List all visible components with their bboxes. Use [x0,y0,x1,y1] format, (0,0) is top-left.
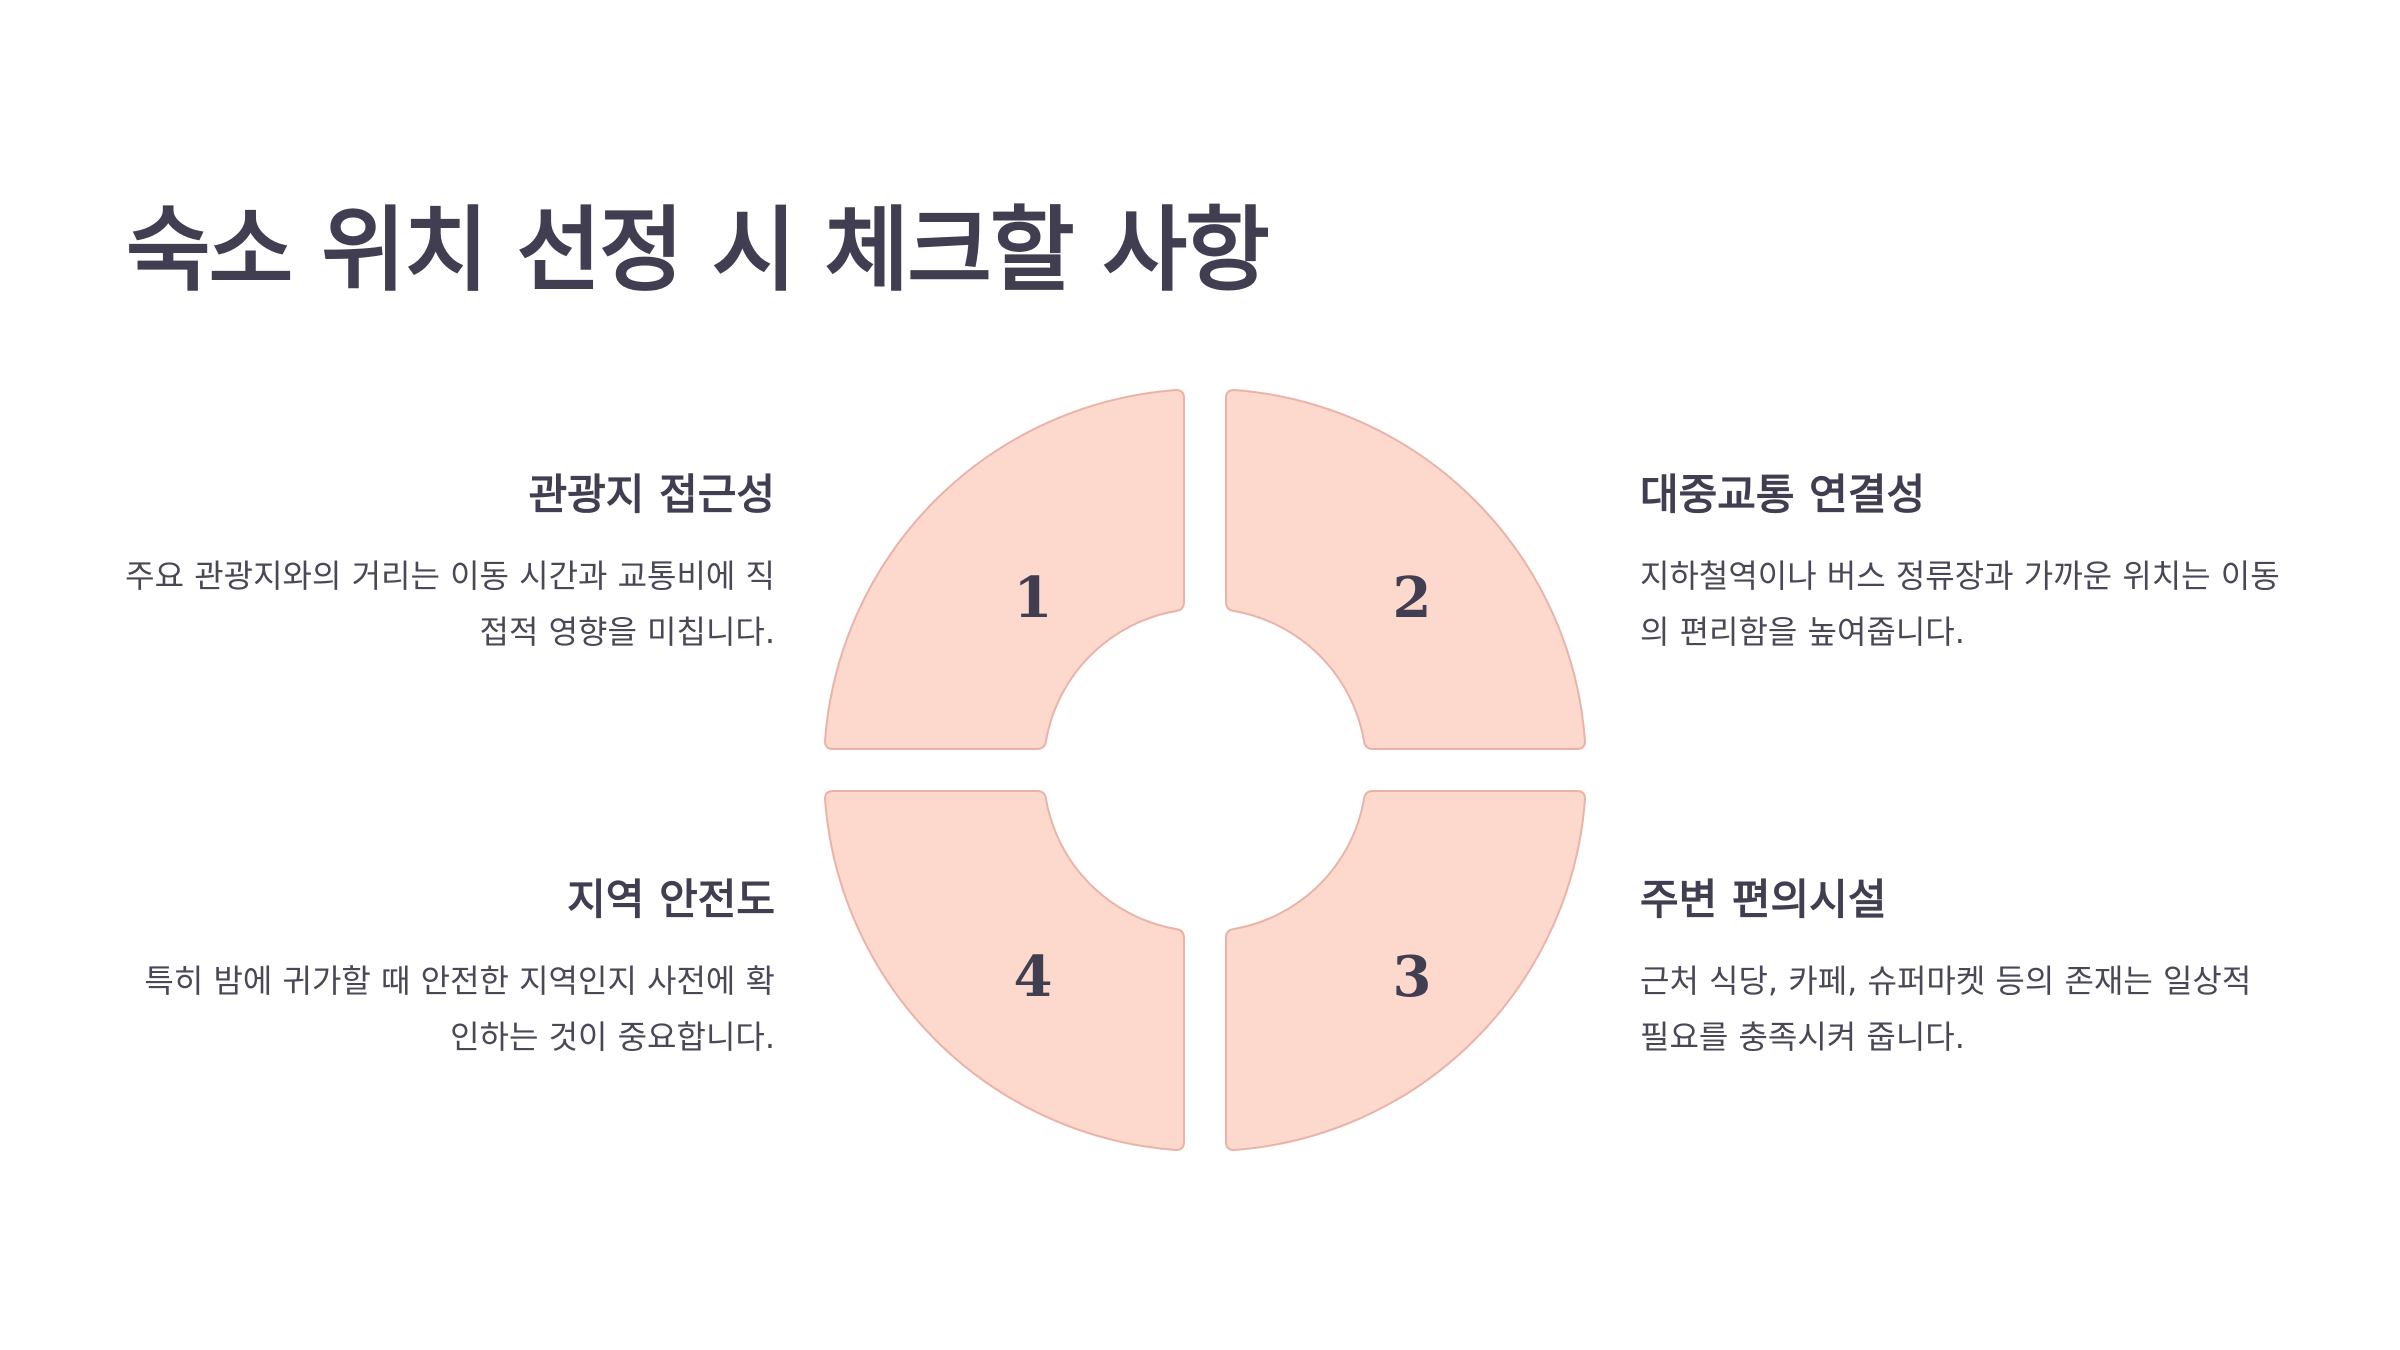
item-heading: 대중교통 연결성 [1640,470,1926,519]
item-tourist-access: 관광지 접근성 주요 관광지와의 거리는 이동 시간과 교통비에 직접적 영향을… [125,470,775,660]
segment-4-number: 4 [1014,944,1053,1010]
item-safety: 지역 안전도 특히 밤에 귀가할 때 안전한 지역인지 사전에 확인하는 것이 … [125,875,775,1065]
segment-3 [1225,790,1587,1152]
item-description: 근처 식당, 카페, 슈퍼마켓 등의 존재는 일상적 필요를 충족시켜 줍니다. [1640,962,2252,1057]
item-description: 지하철역이나 버스 정류장과 가까운 위치는 이동의 편리함을 높여줍니다. [1640,557,2280,652]
item-public-transport: 대중교통 연결성 지하철역이나 버스 정류장과 가까운 위치는 이동의 편리함을… [1640,470,2290,660]
segment-2-number: 2 [1393,565,1432,631]
page-title: 숙소 위치 선정 시 체크할 사항 [126,197,1270,304]
cycle-diagram: 1 2 3 4 [823,388,1587,1152]
segment-1-number: 1 [1014,565,1053,631]
item-description: 특히 밤에 귀가할 때 안전한 지역인지 사전에 확인하는 것이 중요합니다. [144,962,775,1057]
segment-1 [823,388,1185,750]
item-heading: 관광지 접근성 [528,470,775,519]
item-description: 주요 관광지와의 거리는 이동 시간과 교통비에 직접적 영향을 미칩니다. [125,557,775,652]
item-heading: 주변 편의시설 [1640,875,1887,924]
item-heading: 지역 안전도 [567,875,775,924]
segment-3-number: 3 [1393,944,1432,1010]
segment-2 [1225,388,1587,750]
segment-4 [823,790,1185,1152]
item-amenities: 주변 편의시설 근처 식당, 카페, 슈퍼마켓 등의 존재는 일상적 필요를 충… [1640,875,2290,1065]
